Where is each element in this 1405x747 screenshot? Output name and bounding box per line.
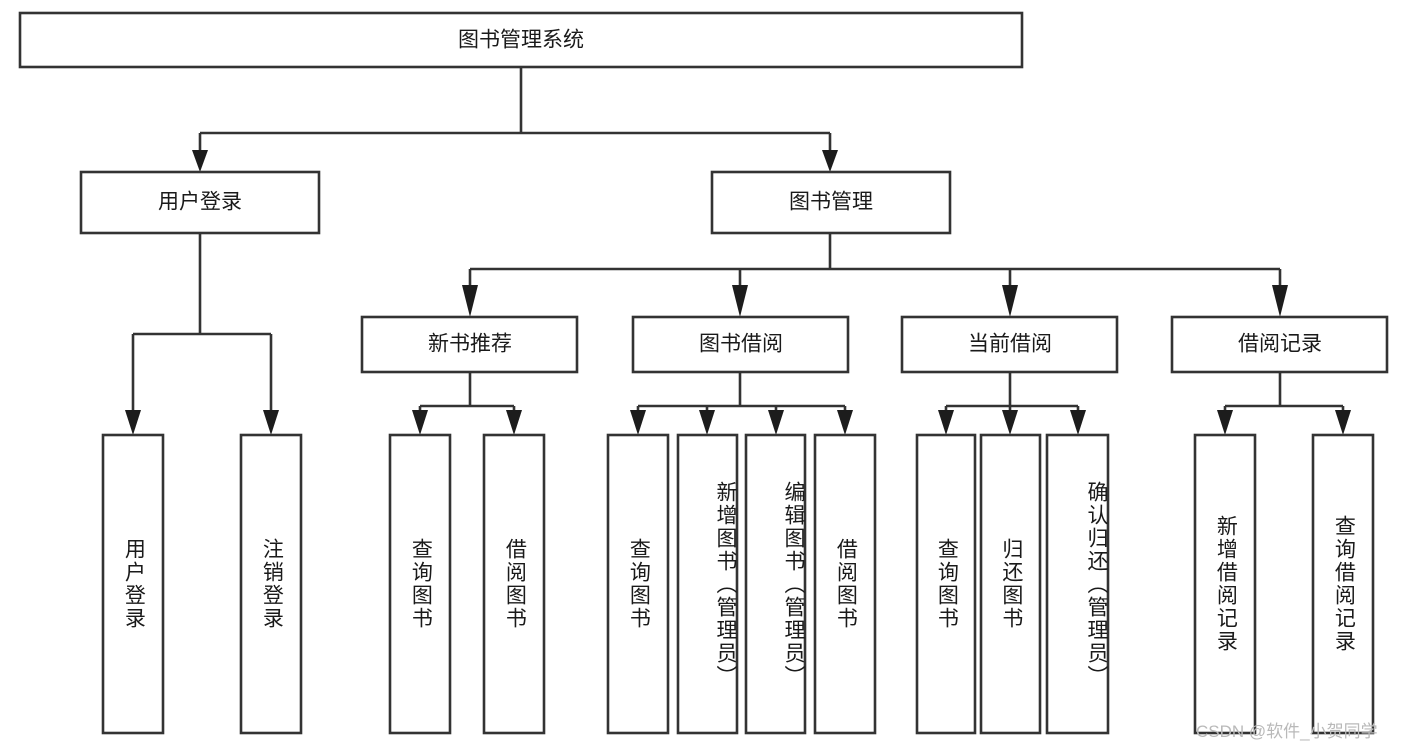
arrow-head-book-management bbox=[822, 150, 838, 172]
arrow-head-leaf-query-book-3 bbox=[938, 410, 954, 435]
horizontal-label-group: 图书管理系统 用户登录 图书管理 新书推荐 图书借阅 当前借阅 借阅记录 bbox=[158, 29, 1322, 356]
node-leaf-confirm-return[interactable] bbox=[1045, 433, 1110, 735]
arrow-head-leaf-return-book bbox=[1002, 410, 1018, 435]
node-user-login[interactable] bbox=[79, 170, 321, 235]
node-new-book-recommend[interactable] bbox=[360, 315, 579, 374]
arrow-head-leaf-logout bbox=[263, 410, 279, 435]
node-leaf-logout[interactable] bbox=[239, 433, 303, 735]
arrow-head-leaf-add-record bbox=[1217, 410, 1233, 435]
arrow-head-leaf-edit-book bbox=[768, 410, 784, 435]
arrow-head-borrow-record bbox=[1272, 285, 1288, 317]
node-leaf-add-record[interactable] bbox=[1193, 433, 1257, 735]
node-leaf-edit-book[interactable] bbox=[744, 433, 807, 735]
node-leaf-borrow-book-2[interactable] bbox=[813, 433, 877, 735]
connector-group bbox=[125, 67, 1351, 435]
label-book-borrow: 图书借阅 bbox=[699, 333, 783, 356]
node-leaf-return-book[interactable] bbox=[979, 433, 1042, 735]
label-new-book-recommend: 新书推荐 bbox=[428, 333, 512, 356]
node-leaf-query-book-2[interactable] bbox=[606, 433, 670, 735]
node-leaf-query-book-1[interactable] bbox=[388, 433, 452, 735]
arrow-head-leaf-borrow-book-1 bbox=[506, 410, 522, 435]
arrow-head-leaf-query-record bbox=[1335, 410, 1351, 435]
label-borrow-record: 借阅记录 bbox=[1238, 333, 1322, 356]
arrow-head-user-login bbox=[192, 150, 208, 172]
label-current-borrow: 当前借阅 bbox=[968, 333, 1052, 356]
arrow-head-leaf-confirm-return bbox=[1070, 410, 1086, 435]
node-root[interactable] bbox=[18, 11, 1024, 69]
node-leaf-query-record[interactable] bbox=[1311, 433, 1375, 735]
node-leaf-borrow-book-1[interactable] bbox=[482, 433, 546, 735]
arrow-head-book-borrow bbox=[732, 285, 748, 317]
arrow-head-leaf-user-login bbox=[125, 410, 141, 435]
node-leaf-add-book[interactable] bbox=[676, 433, 739, 735]
arrow-head-leaf-query-book-1 bbox=[412, 410, 428, 435]
label-book-management: 图书管理 bbox=[789, 191, 873, 214]
label-user-login: 用户登录 bbox=[158, 191, 242, 214]
arrow-head-leaf-add-book bbox=[699, 410, 715, 435]
node-leaf-query-book-3[interactable] bbox=[915, 433, 977, 735]
arrow-head-new-book-recommend bbox=[462, 285, 478, 317]
arrow-head-current-borrow bbox=[1002, 285, 1018, 317]
label-root: 图书管理系统 bbox=[458, 29, 584, 52]
node-book-management[interactable] bbox=[710, 170, 952, 235]
arrow-head-leaf-borrow-book-2 bbox=[837, 410, 853, 435]
node-current-borrow[interactable] bbox=[900, 315, 1119, 374]
node-borrow-record[interactable] bbox=[1170, 315, 1389, 374]
arrow-head-leaf-query-book-2 bbox=[630, 410, 646, 435]
node-book-borrow[interactable] bbox=[631, 315, 850, 374]
node-box-group bbox=[18, 11, 1389, 735]
node-leaf-user-login[interactable] bbox=[101, 433, 165, 735]
csdn-watermark: CSDN @软件_小贺同学 bbox=[1196, 722, 1378, 741]
